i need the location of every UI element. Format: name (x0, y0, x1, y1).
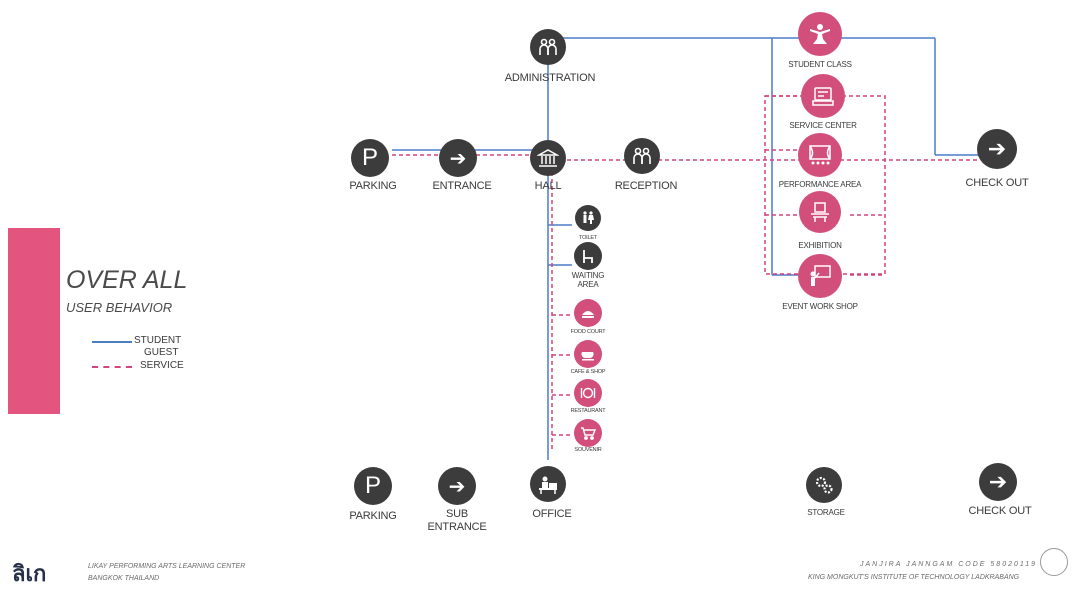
exhibit-icon (811, 202, 829, 222)
parking-2-label: PARKING (349, 510, 397, 522)
check-out-2-label: CHECK OUT (968, 505, 1032, 517)
check-out-2-node: ➔ (979, 463, 1017, 501)
arrow-right-icon: ➔ (449, 147, 467, 170)
hall-node (530, 140, 566, 176)
reception-node (624, 138, 660, 174)
exhibition-label: EXHIBITION (798, 241, 842, 250)
souvenir-node (574, 419, 602, 447)
author-credit: JANJIRA JANNGAM CODE 58020119 (860, 561, 1038, 568)
arrow-right-icon: ➔ (448, 475, 466, 498)
legend-student-label: STUDENT (134, 335, 182, 346)
toilet-node (575, 205, 601, 231)
diagram-title: OVER ALL (66, 266, 188, 294)
check-out-label: CHECK OUT (965, 177, 1029, 189)
legend-service-line (92, 366, 132, 368)
people-icon (633, 147, 651, 164)
souvenir-label: SOUVENIR (574, 447, 602, 453)
legend-student-line (92, 341, 132, 343)
administration-label: ADMINISTRATION (504, 72, 596, 84)
sub-entrance-node: ➔ (438, 467, 476, 505)
toilet-icon (583, 211, 594, 224)
cart-icon (581, 427, 596, 440)
parking-label: PARKING (349, 180, 397, 192)
office-label: OFFICE (532, 508, 572, 520)
dancer-icon (810, 24, 830, 44)
storage-label: STORAGE (807, 508, 845, 517)
chair-icon (583, 250, 593, 263)
exhibition-node (799, 191, 841, 233)
food-icon (582, 311, 594, 318)
student-class-label: STUDENT CLASS (788, 60, 852, 69)
diagram-subtitle: USER BEHAVIOR (66, 300, 173, 315)
cafe-shop-node (574, 340, 602, 368)
office-icon (539, 476, 557, 494)
food-court-node (574, 299, 602, 327)
service-center-node (801, 74, 845, 118)
accent-block (8, 228, 60, 414)
performance-area-label: PERFORMANCE AREA (778, 180, 862, 189)
performance-area-node (798, 133, 842, 177)
legend-service-label: SERVICE (140, 360, 184, 371)
workshop-icon (810, 265, 831, 286)
cafe-shop-label: CAFE & SHOP (570, 369, 606, 375)
parking-icon: P (361, 144, 378, 171)
student-path (392, 37, 980, 460)
service-path (392, 95, 980, 450)
event-workshop-node (798, 254, 842, 298)
hall-label: HALL (534, 180, 562, 192)
reception-label: RECEPTION (614, 180, 678, 192)
legend-guest-label: GUEST (144, 347, 179, 358)
office-node (530, 466, 566, 502)
entrance-node: ➔ (439, 139, 477, 177)
restaurant-node (574, 379, 602, 407)
waiting-area-node (574, 242, 602, 270)
hall-icon (537, 149, 559, 167)
project-location: BANGKOK THAILAND (88, 575, 160, 582)
parking-node: P (351, 139, 389, 177)
arrow-right-icon: ➔ (987, 136, 1007, 161)
parking-icon: P (364, 472, 381, 499)
entrance-label: ENTRANCE (432, 180, 492, 192)
stage-icon (809, 145, 831, 165)
project-title: LIKAY PERFORMING ARTS LEARNING CENTER (88, 563, 246, 570)
institute-seal-icon (1040, 548, 1068, 576)
check-out-node: ➔ (977, 129, 1017, 169)
storage-node (806, 467, 842, 503)
student-class-node (798, 12, 842, 56)
institute-name: KING MONGKUT'S INSTITUTE OF TECHNOLOGY L… (808, 574, 1020, 581)
people-icon (539, 38, 557, 55)
waiting-area-label: WAITING AREA (571, 271, 605, 289)
restaurant-label: RESTAURANT (570, 408, 606, 414)
arrow-right-icon: ➔ (988, 469, 1008, 494)
gears-icon (815, 476, 833, 494)
sub-entrance-label: SUB ENTRANCE (427, 508, 487, 533)
logo: ลิเก (12, 561, 47, 587)
cup-icon (581, 352, 594, 361)
register-icon (812, 87, 834, 106)
parking-2-node: P (354, 467, 392, 505)
plate-icon (580, 387, 596, 399)
toilet-label: TOILET (579, 235, 597, 241)
service-center-label: SERVICE CENTER (789, 121, 857, 130)
food-court-label: FOOD COURT (570, 329, 606, 335)
administration-node (530, 29, 566, 65)
event-workshop-label: EVENT WORK SHOP (782, 302, 858, 311)
